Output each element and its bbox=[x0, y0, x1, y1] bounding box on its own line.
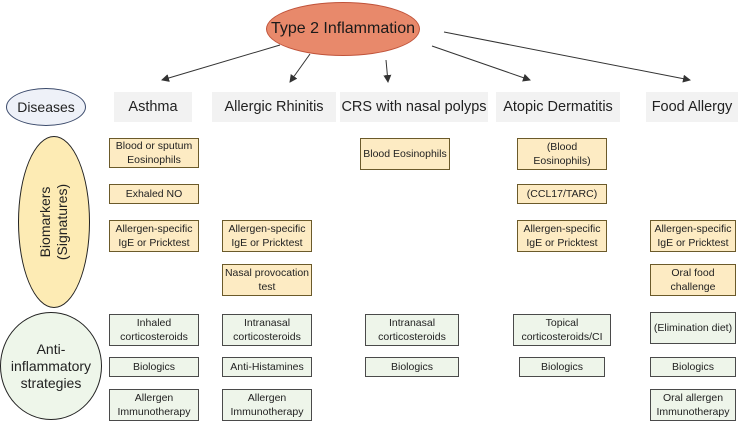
biomarker-ad-ccl17: (CCL17/TARC) bbox=[517, 184, 607, 204]
diagram-title: Type 2 Inflammation bbox=[270, 20, 416, 37]
strategies-row-label: Anti- inflammatory strategies bbox=[0, 312, 102, 420]
biomarker-ad-eosinophils: (Blood Eosinophils) bbox=[517, 138, 607, 170]
strategy-crs-biologics: Biologics bbox=[365, 357, 459, 377]
disease-food-allergy: Food Allergy bbox=[646, 92, 738, 122]
biomarker-crs-eosinophils: Blood Eosinophils bbox=[360, 138, 450, 170]
strategy-fa-biologics: Biologics bbox=[650, 357, 736, 377]
strategy-ar-immunotherapy: Allergen Immunotherapy bbox=[222, 389, 312, 421]
strategy-asthma-biologics: Biologics bbox=[109, 357, 199, 377]
biomarkers-row-label: Biomarkers (Signatures) bbox=[18, 136, 90, 308]
strategy-ar-antihistamines: Anti-Histamines bbox=[222, 357, 312, 377]
strategy-crs-intranasal-cs: Intranasal corticosteroids bbox=[365, 314, 459, 346]
biomarker-ar-nasal-provocation: Nasal provocation test bbox=[222, 264, 312, 296]
biomarker-fa-ige: Allergen-specific IgE or Pricktest bbox=[650, 220, 736, 252]
diseases-row-label: Diseases bbox=[6, 88, 86, 126]
arrow-to-asthma bbox=[161, 44, 281, 82]
strategies-label-line2: inflammatory bbox=[10, 357, 92, 374]
arrow-to-allergic-rhinitis bbox=[289, 53, 311, 83]
strategy-asthma-ics: Inhaled corticosteroids bbox=[109, 314, 199, 346]
biomarker-fa-oral-challenge: Oral food challenge bbox=[650, 264, 736, 296]
disease-asthma: Asthma bbox=[114, 92, 192, 122]
biomarker-asthma-eosinophils: Blood or sputum Eosinophils bbox=[109, 138, 199, 168]
biomarkers-label-line1: Biomarkers bbox=[37, 186, 54, 258]
strategy-fa-oral-immunotherapy: Oral allergen Immunotherapy bbox=[650, 389, 736, 421]
biomarker-ar-ige: Allergen-specific IgE or Pricktest bbox=[222, 220, 312, 252]
strategy-ad-biologics: Biologics bbox=[519, 357, 605, 377]
strategies-label-line1: Anti- bbox=[36, 340, 66, 357]
strategies-label-line3: strategies bbox=[20, 374, 82, 391]
arrow-to-crs bbox=[383, 59, 392, 83]
disease-atopic-dermatitis: Atopic Dermatitis bbox=[496, 92, 620, 122]
type2-inflammation-oval: Type 2 Inflammation bbox=[266, 2, 420, 56]
strategy-fa-elimination-diet: (Elimination diet) bbox=[650, 312, 736, 344]
biomarkers-label-line2: (Signatures) bbox=[54, 183, 71, 261]
strategy-asthma-immunotherapy: Allergen Immunotherapy bbox=[109, 389, 199, 421]
biomarker-ad-ige: Allergen-specific IgE or Pricktest bbox=[517, 220, 607, 252]
arrow-to-food-allergy bbox=[443, 31, 691, 83]
biomarker-asthma-exhaled-no: Exhaled NO bbox=[109, 184, 199, 204]
biomarkers-label-text: Biomarkers (Signatures) bbox=[37, 184, 71, 260]
arrow-to-atopic-dermatitis bbox=[431, 45, 531, 82]
biomarker-asthma-ige: Allergen-specific IgE or Pricktest bbox=[109, 220, 199, 252]
disease-allergic-rhinitis: Allergic Rhinitis bbox=[212, 92, 336, 122]
strategies-label-text: Anti- inflammatory strategies bbox=[11, 341, 91, 392]
disease-crs-nasal-polyps: CRS with nasal polyps bbox=[340, 92, 488, 122]
strategy-ad-topical-cs: Topical corticosteroids/CI bbox=[513, 314, 611, 346]
diseases-label-text: Diseases bbox=[17, 99, 75, 115]
strategy-ar-intranasal-cs: Intranasal corticosteroids bbox=[222, 314, 312, 346]
